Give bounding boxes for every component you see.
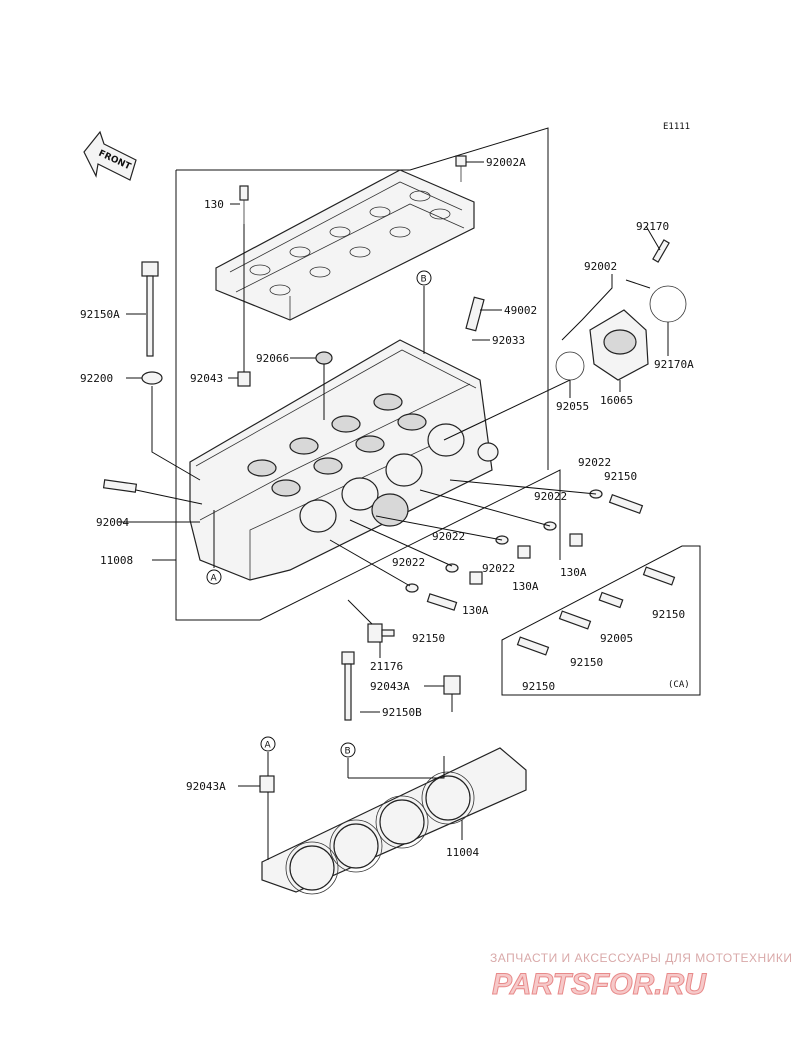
label-92004: 92004 <box>96 516 129 529</box>
label-92043: 92043 <box>190 372 223 385</box>
bolt-92002A <box>455 155 467 182</box>
stud-92004 <box>102 479 138 493</box>
label-92022-r1: 92022 <box>578 456 611 469</box>
ca-group-frame: (CA) <box>501 545 701 696</box>
head-gasket-part <box>261 747 527 895</box>
label-92002A: 92002A <box>486 156 526 169</box>
diagram-code: E1111 <box>663 122 690 132</box>
label-130A-1: 130A <box>512 580 539 593</box>
label-92043A-top: 92043A <box>370 680 410 693</box>
label-21176: 21176 <box>370 660 403 673</box>
label-92170A: 92170A <box>654 358 694 371</box>
label-92066: 92066 <box>256 352 289 365</box>
ref-b-2: B <box>345 747 351 757</box>
label-92022-l1: 92022 <box>432 530 465 543</box>
label-92150B: 92150B <box>382 706 422 719</box>
label-92022-r2: 92022 <box>534 490 567 503</box>
bolt-92150B <box>341 651 355 721</box>
label-130: 130 <box>204 198 224 211</box>
water-outlet-part <box>555 239 687 381</box>
bolt-130 <box>239 185 249 224</box>
right-bolts <box>405 489 644 611</box>
watermark: ЗАПЧАСТИ И АКСЕССУАРЫ ДЛЯ МОТОТЕХНИКИ PA… <box>490 951 792 1002</box>
seal-92066 <box>315 351 333 365</box>
sensor-21176 <box>367 623 395 643</box>
ref-b-1: B <box>421 275 427 285</box>
label-92043A-bot: 92043A <box>186 780 226 793</box>
label-92033: 92033 <box>492 334 525 347</box>
washer-92200 <box>141 371 163 385</box>
label-92150-c: 92150 <box>412 632 445 645</box>
label-92150-g1: 92150 <box>652 608 685 621</box>
label-16065: 16065 <box>600 394 633 407</box>
dowel-92043A-top <box>443 675 461 695</box>
ref-a-1: A <box>211 574 218 584</box>
label-11008: 11008 <box>100 554 133 567</box>
label-92002: 92002 <box>584 260 617 273</box>
cam-holder-part <box>215 169 475 321</box>
label-92022-l3: 92022 <box>482 562 515 575</box>
ca-group-label: (CA) <box>668 680 690 690</box>
label-92150-g3: 92150 <box>522 680 555 693</box>
label-92150-r1: 92150 <box>604 470 637 483</box>
ca-group-bolts <box>516 566 676 656</box>
part-labels: 92002A 130 92150A 92200 92066 92043 4900… <box>80 156 694 859</box>
bolt-92150A <box>141 261 159 357</box>
ref-circles: B A A B <box>206 270 432 758</box>
front-arrow-icon: FRONT <box>83 130 137 181</box>
watermark-tagline: ЗАПЧАСТИ И АКСЕССУАРЫ ДЛЯ МОТОТЕХНИКИ <box>490 951 792 965</box>
label-92022-l2: 92022 <box>392 556 425 569</box>
dowel-92043 <box>237 371 251 387</box>
label-11004: 11004 <box>446 846 479 859</box>
label-92005: 92005 <box>600 632 633 645</box>
label-49002: 49002 <box>504 304 537 317</box>
label-92150A: 92150A <box>80 308 120 321</box>
cylinder-head-part <box>189 339 499 581</box>
label-130A-2: 130A <box>560 566 587 579</box>
ref-a-2: A <box>265 741 272 751</box>
oil-plug-49002 <box>465 296 485 332</box>
assembly-frame <box>175 127 561 621</box>
dowel-92043A-bot <box>259 775 275 793</box>
label-92055: 92055 <box>556 400 589 413</box>
label-92150-g2: 92150 <box>570 656 603 669</box>
label-130A-3: 130A <box>462 604 489 617</box>
label-92170: 92170 <box>636 220 669 233</box>
label-92200: 92200 <box>80 372 113 385</box>
watermark-brand: PARTSFOR.RU <box>492 968 707 1001</box>
leader-lines <box>118 161 669 860</box>
